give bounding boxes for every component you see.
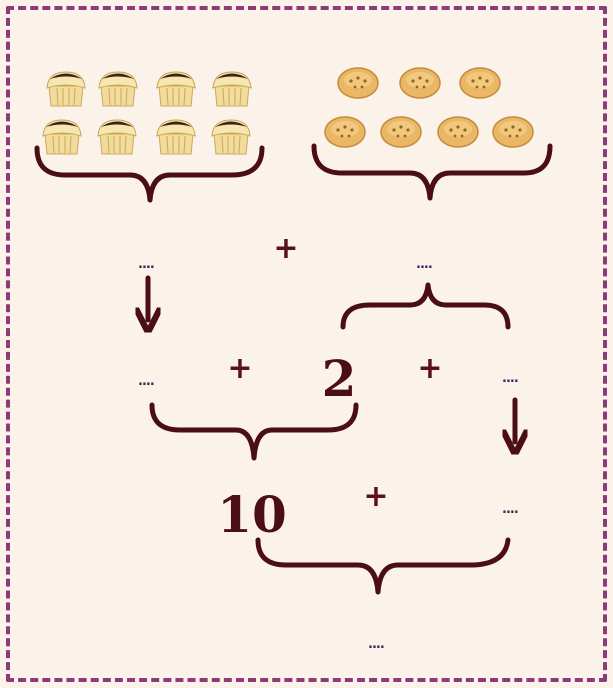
number-two: 2 [322, 349, 357, 408]
cupcake-icon [47, 72, 85, 106]
biscuit-icon [400, 68, 440, 98]
biscuit-icon [325, 117, 365, 147]
brace-split [343, 285, 508, 327]
cupcake-icon [212, 120, 250, 154]
blank-right[interactable]: .... [502, 371, 518, 386]
cupcake-icon [157, 120, 195, 154]
biscuit-icon [460, 68, 500, 98]
blank-biscuits[interactable]: .... [416, 257, 432, 272]
cupcake-icon [43, 120, 81, 154]
brace-biscuits [314, 146, 550, 198]
brace-cupcakes [37, 148, 262, 200]
cupcake-icon [157, 72, 195, 106]
cupcake-icon [99, 72, 137, 106]
cupcake-icon [213, 72, 251, 106]
plus-sign: + [363, 479, 388, 514]
plus-sign: + [273, 231, 298, 266]
blank-remainder[interactable]: .... [502, 502, 518, 517]
biscuit-icon [493, 117, 533, 147]
plus-sign: + [417, 351, 442, 386]
blank-cupcakes[interactable]: .... [138, 257, 154, 272]
number-ten: 10 [217, 485, 287, 544]
biscuit-icon [438, 117, 478, 147]
biscuit-icon [381, 117, 421, 147]
brace-total [258, 540, 508, 592]
biscuit-icon [338, 68, 378, 98]
brace-make-ten [152, 405, 356, 458]
blank-left[interactable]: .... [138, 374, 154, 389]
blank-result[interactable]: .... [368, 637, 384, 652]
cupcake-icon [98, 120, 136, 154]
plus-sign: + [227, 351, 252, 386]
